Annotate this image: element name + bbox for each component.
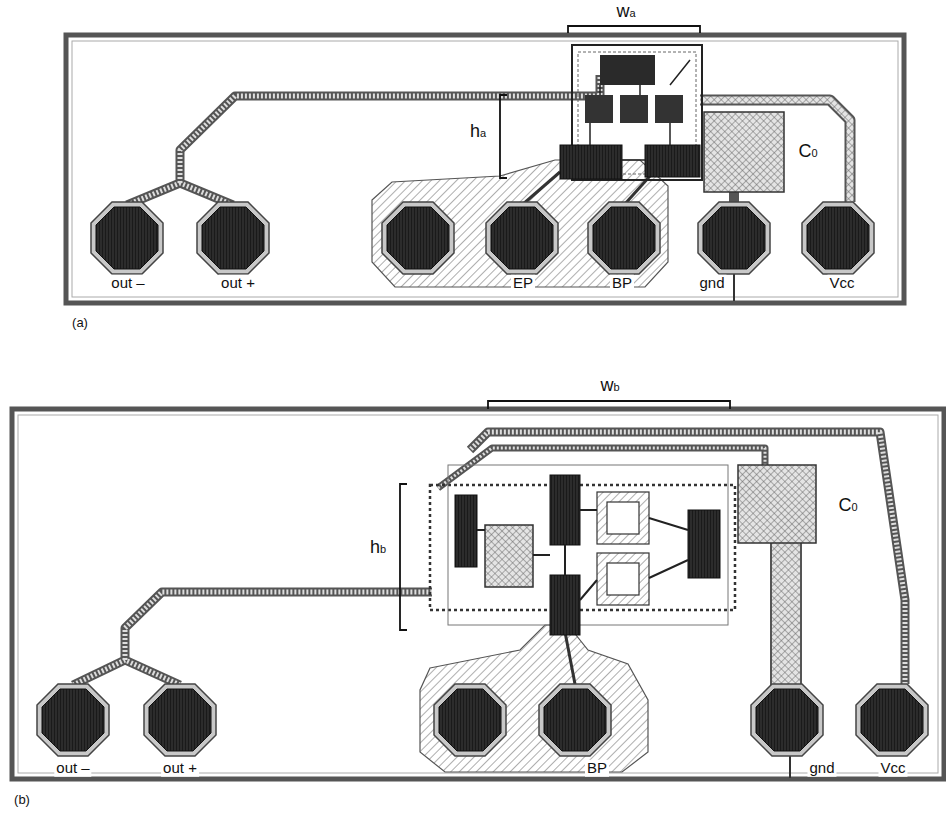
panel-label: (b) xyxy=(12,793,32,807)
pin-name: gnd xyxy=(697,275,726,292)
capacitor-c0 xyxy=(738,465,816,543)
pin-name: out – xyxy=(54,760,91,777)
pin-name: EP xyxy=(511,275,535,292)
metal-traces-a xyxy=(127,75,850,301)
pin-name: BP xyxy=(585,760,609,777)
bond-pads-b xyxy=(37,684,928,756)
dimension-label: hb xyxy=(368,538,388,558)
circuit-block-b xyxy=(430,465,735,635)
hatched-pad-region xyxy=(420,625,648,772)
pin-name: Vcc xyxy=(878,760,907,777)
panel-label: (a) xyxy=(70,316,90,330)
pin-name: out + xyxy=(161,760,199,777)
pin-name: gnd xyxy=(807,760,836,777)
component-label: C0 xyxy=(836,496,859,516)
dimension-label: wa xyxy=(614,2,637,22)
dimension-label: ha xyxy=(468,122,488,142)
component-label: C0 xyxy=(796,142,819,162)
pin-name: BP xyxy=(610,275,634,292)
bond-pads-a xyxy=(91,202,874,274)
metal-traces-b xyxy=(73,432,905,778)
pin-name: Vcc xyxy=(827,275,856,292)
panel-b-frame xyxy=(12,409,944,779)
circuit-block-a xyxy=(560,45,702,180)
pin-name: out – xyxy=(109,275,146,292)
dimension-brackets-a xyxy=(500,26,700,178)
dimension-label: wb xyxy=(598,376,621,396)
pin-name: out + xyxy=(219,275,257,292)
panel-a-frame xyxy=(66,35,904,303)
dimension-brackets-b xyxy=(400,401,730,630)
capacitor-c0 xyxy=(704,112,784,192)
